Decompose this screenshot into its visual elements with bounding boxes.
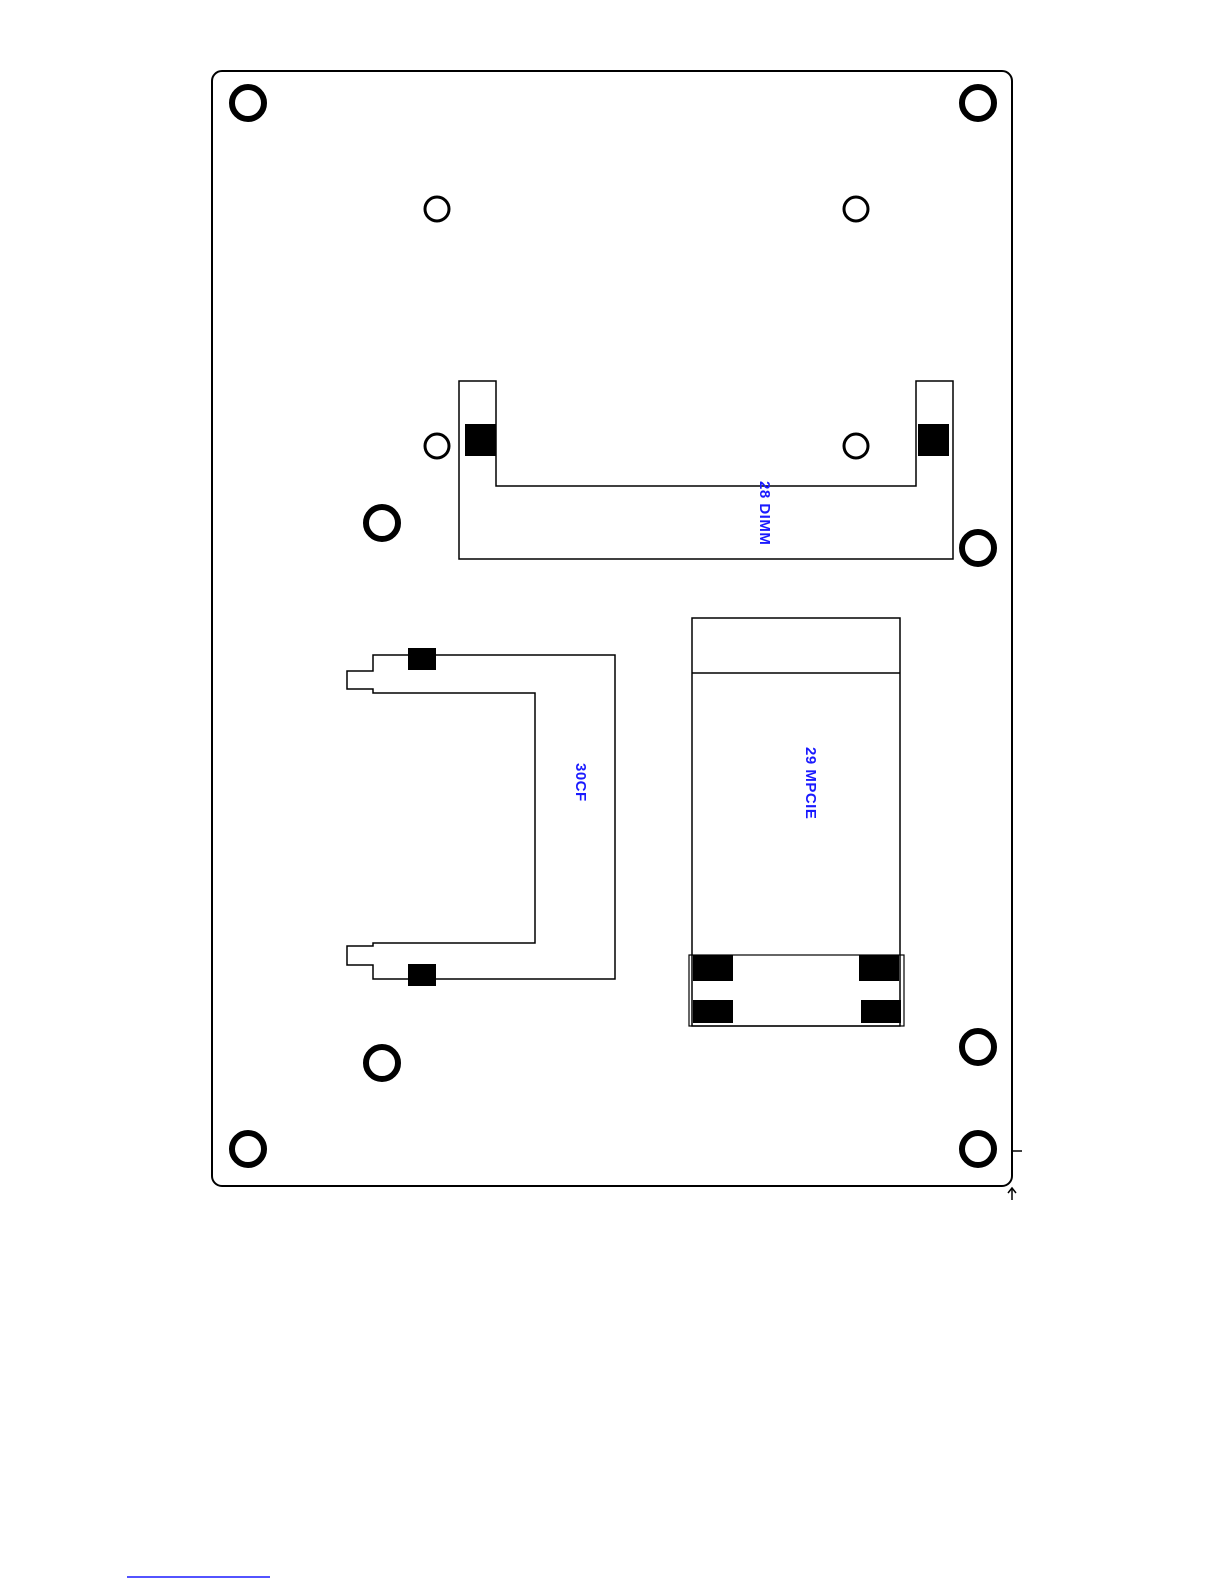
- cf-socket: 30CF: [347, 648, 615, 986]
- mounting-hole-icon: [366, 1047, 398, 1079]
- small-hole-icon: [425, 197, 449, 221]
- mounting-hole-icon: [962, 1133, 994, 1165]
- cf-label: 30CF: [572, 763, 589, 802]
- mpcie-socket: 29 MPCIE: [689, 618, 904, 1026]
- cf-latch-bottom: [408, 964, 436, 986]
- mpcie-label: 29 MPCIE: [802, 747, 819, 819]
- cf-latch-top: [408, 648, 436, 670]
- small-hole-icon: [425, 434, 449, 458]
- dimm-socket: 28 DIMM: [459, 381, 953, 559]
- small-holes: [425, 197, 868, 458]
- mpcie-pad: [859, 955, 899, 981]
- small-hole-icon: [844, 434, 868, 458]
- small-hole-icon: [844, 197, 868, 221]
- mpcie-pad: [693, 955, 733, 981]
- mounting-hole-icon: [366, 507, 398, 539]
- dimm-latch-right: [918, 424, 949, 456]
- mounting-hole-icon: [962, 1031, 994, 1063]
- mounting-hole-icon: [962, 87, 994, 119]
- dimm-label: 28 DIMM: [756, 481, 773, 545]
- mpcie-pad: [861, 1000, 901, 1023]
- mounting-hole-icon: [232, 1133, 264, 1165]
- dimm-latch-left: [465, 424, 496, 456]
- mpcie-pad: [693, 1000, 733, 1023]
- mounting-hole-icon: [962, 532, 994, 564]
- mounting-hole-icon: [232, 87, 264, 119]
